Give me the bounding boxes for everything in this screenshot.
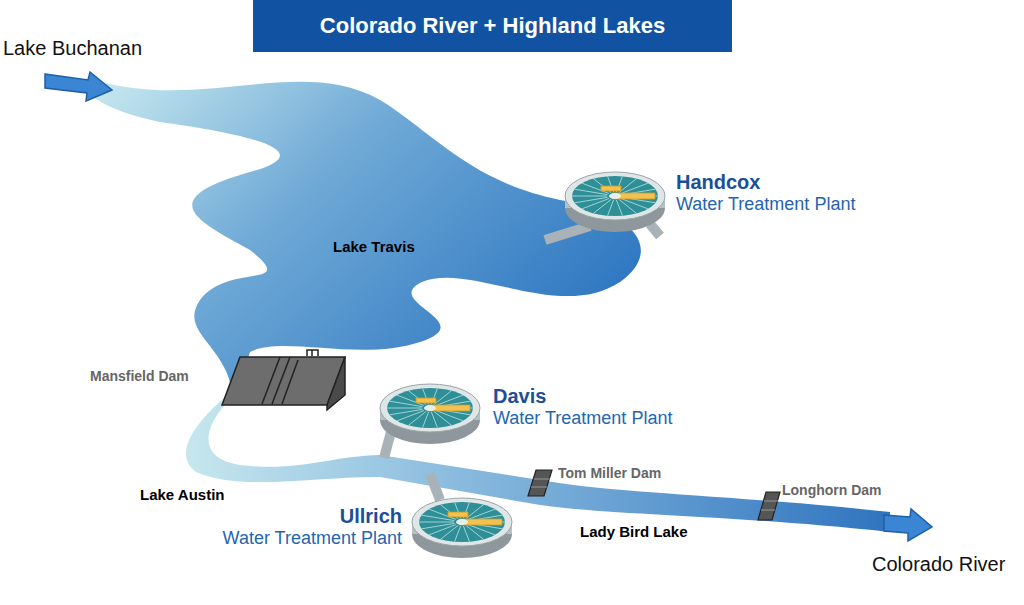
plant-type: Water Treatment Plant (676, 194, 855, 216)
plant-name: Handcox (676, 170, 855, 194)
treatment-plant: DavisWater Treatment Plant (375, 376, 715, 456)
tom-miller-dam (528, 470, 552, 496)
place-label: Lake Buchanan (3, 36, 142, 60)
plant-type: Water Treatment Plant (190, 528, 402, 550)
place-label: Colorado River (872, 552, 1005, 576)
treatment-plant-icon (412, 498, 512, 558)
plant-name: Davis (493, 384, 672, 408)
plant-text: DavisWater Treatment Plant (493, 384, 672, 430)
place-label: Lady Bird Lake (580, 523, 688, 541)
title-banner: Colorado River + Highland Lakes (253, 0, 732, 52)
intake-pipe (650, 224, 660, 236)
lake-austin-shape (186, 392, 890, 532)
plant-name: Ullrich (190, 504, 402, 528)
intake-pipe (430, 474, 440, 500)
place-label: Longhorn Dam (782, 482, 882, 499)
mansfield-dam (222, 350, 345, 410)
longhorn-dam (758, 492, 780, 520)
place-label: Tom Miller Dam (558, 465, 661, 482)
inflow-arrow (45, 72, 112, 101)
title-text: Colorado River + Highland Lakes (320, 13, 665, 39)
lake-travis-shape (85, 80, 641, 392)
plant-type: Water Treatment Plant (493, 408, 672, 430)
place-label: Lake Austin (140, 486, 224, 504)
plant-text: HandcoxWater Treatment Plant (676, 170, 855, 216)
treatment-plant-icon (380, 384, 480, 444)
outflow-arrow (884, 509, 932, 541)
plant-text: UllrichWater Treatment Plant (190, 504, 402, 550)
intake-pipe (545, 226, 590, 240)
place-label: Lake Travis (333, 238, 415, 256)
treatment-plant: UllrichWater Treatment Plant (190, 492, 520, 572)
treatment-plant: HandcoxWater Treatment Plant (560, 162, 900, 246)
treatment-plant-icon (565, 172, 665, 232)
intake-pipes (384, 224, 660, 500)
place-label: Mansfield Dam (90, 368, 189, 385)
